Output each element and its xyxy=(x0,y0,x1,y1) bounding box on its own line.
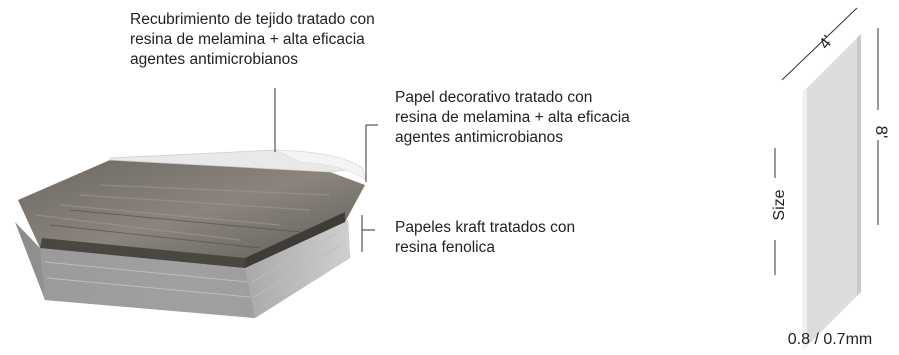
panel-size-label: Size xyxy=(771,189,788,221)
kraft-paper-block xyxy=(15,220,350,318)
panel-dimension-lines xyxy=(774,7,879,275)
overlay-fabric-layer xyxy=(109,149,367,181)
decorative-paper-layer xyxy=(18,160,365,268)
panel-sheet xyxy=(802,34,861,351)
callout-kraft-papers: Papeles kraft tratados con resina fenoli… xyxy=(395,219,576,256)
panel-height-label: 8' xyxy=(872,125,891,139)
callout-overlay-fabric: Recubrimiento de tejido tratado con resi… xyxy=(130,11,375,68)
callout-decorative-paper: Papel decorativo tratado con resina de m… xyxy=(395,89,630,146)
panel-thickness-label: 0.8 / 0.7mm xyxy=(787,331,873,348)
leader-lines xyxy=(274,88,378,252)
